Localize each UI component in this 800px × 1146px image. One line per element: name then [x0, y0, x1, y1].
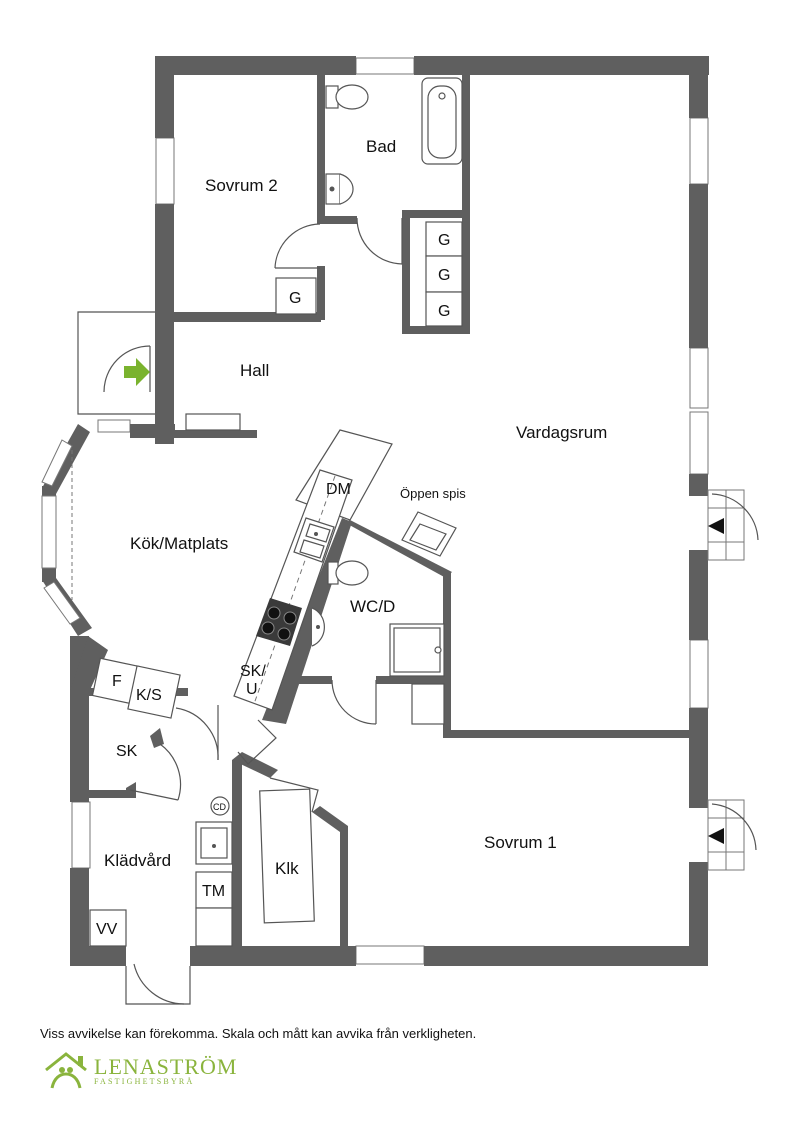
- room-label-sovrum1: Sovrum 1: [484, 833, 557, 852]
- room-label-klk: Klk: [275, 859, 299, 878]
- labels: Bad Sovrum 2 Hall Vardagsrum Kök/Matplat…: [96, 137, 607, 938]
- hall-shelf: [185, 413, 241, 431]
- window-vardagsrum-1: [689, 117, 709, 185]
- room-label-vardagsrum: Vardagsrum: [516, 423, 607, 442]
- window-hall: [97, 419, 131, 433]
- wardrobe-1: [425, 221, 463, 257]
- window-sovrum1: [355, 945, 425, 965]
- doors: [125, 217, 759, 1005]
- water-heater: [89, 909, 127, 947]
- wc-cabinet: [411, 683, 445, 725]
- sink-bad: [339, 173, 354, 205]
- fixture-label-g4: G: [438, 303, 450, 320]
- fixture-label-ks: K/S: [136, 687, 162, 704]
- window-sovrum2: [155, 137, 175, 205]
- room-label-kladvard: Klädvård: [104, 851, 171, 870]
- window-vardagsrum-4: [689, 639, 709, 709]
- wardrobe-sovrum2: [275, 277, 317, 315]
- walk-in-closet: [259, 788, 315, 924]
- fixture-label-sku-2: U: [246, 681, 258, 698]
- house-logo-icon: [45, 1052, 87, 1089]
- window-bad: [355, 57, 415, 75]
- wardrobe-2: [425, 255, 463, 293]
- fixture-label-f: F: [112, 673, 122, 690]
- room-label-kok: Kök/Matplats: [130, 534, 228, 553]
- fridge-freezer: [127, 665, 181, 719]
- fixture-label-tm: TM: [202, 883, 225, 900]
- disclaimer-text: Viss avvikelse kan förekomma. Skala och …: [40, 1026, 477, 1041]
- room-label-bad: Bad: [366, 137, 396, 156]
- fixture-label-dm: DM: [326, 481, 351, 498]
- entrance-arrow-icon: [124, 358, 150, 386]
- room-label-sovrum2: Sovrum 2: [205, 176, 278, 195]
- room-label-wc: WC/D: [350, 597, 395, 616]
- fixtures: [89, 77, 463, 947]
- logo-subtitle: FASTIGHETSBYRÅ: [94, 1077, 195, 1086]
- fixture-label-g1: G: [289, 290, 301, 307]
- wardrobe-3: [425, 291, 463, 327]
- window-kladvard: [71, 801, 91, 869]
- cd-marker: [210, 796, 230, 816]
- fixture-label-sk: SK: [116, 743, 138, 760]
- fixture-label-vv: VV: [96, 921, 118, 938]
- bay-window: [41, 439, 81, 625]
- fixture-label-g2: G: [438, 232, 450, 249]
- room-label-hall: Hall: [240, 361, 269, 380]
- entrance: [77, 311, 155, 415]
- logo-name: LENASTRÖM: [94, 1054, 238, 1079]
- fixture-label-oppen-spis: Öppen spis: [400, 486, 466, 501]
- windows: [71, 57, 709, 965]
- company-logo: LENASTRÖM FASTIGHETSBYRÅ: [44, 1050, 244, 1090]
- dryer: [195, 871, 233, 909]
- fixture-label-cd: CD: [213, 802, 226, 812]
- exterior-walls: [42, 56, 709, 966]
- window-vardagsrum-2: [689, 347, 709, 409]
- window-vardagsrum-3: [689, 411, 709, 475]
- fixture-label-sku-1: SK/: [240, 663, 266, 680]
- fixture-label-g3: G: [438, 267, 450, 284]
